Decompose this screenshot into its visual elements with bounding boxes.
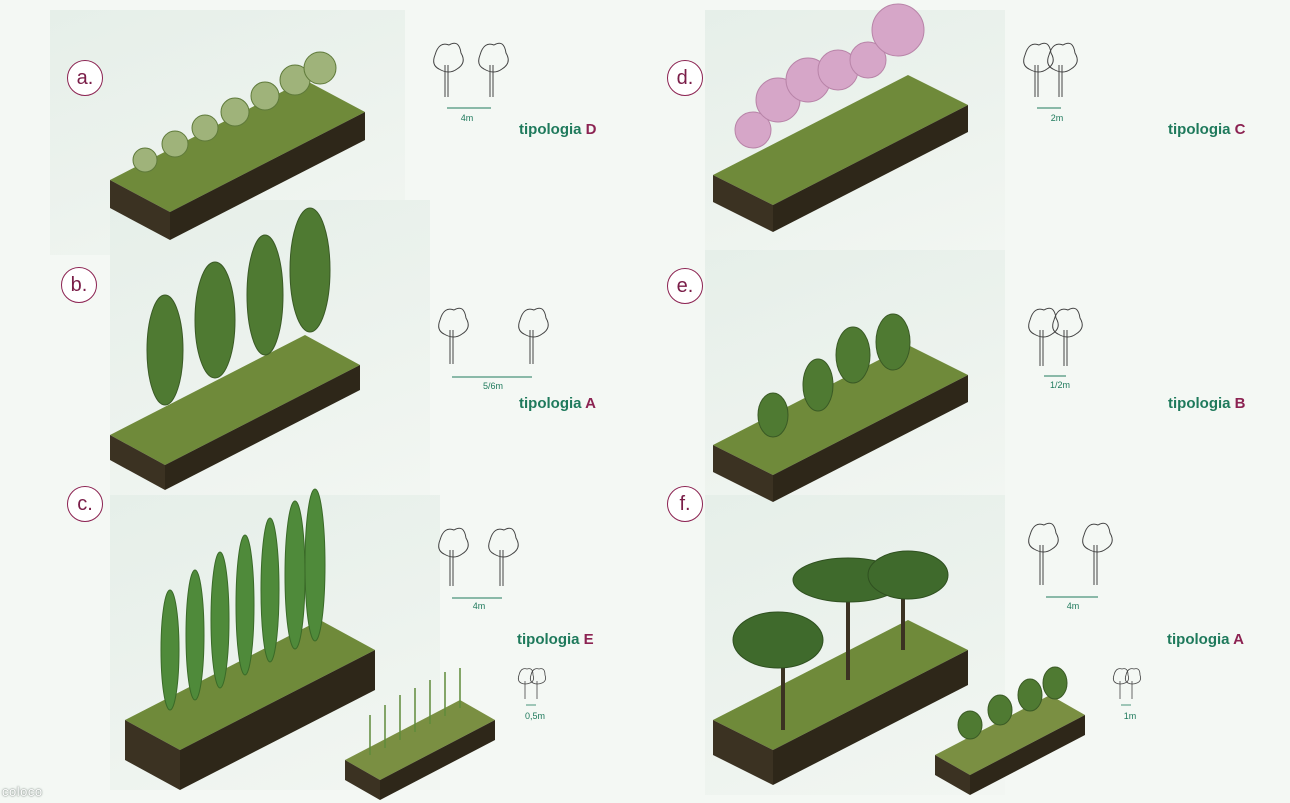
isometric-block-d xyxy=(713,3,968,232)
tree-outline-icon xyxy=(438,307,549,378)
spacing-label-c-small: 0,5m xyxy=(524,711,545,721)
tipologia-prefix: tipologia xyxy=(1168,395,1231,412)
tipologia-letter: D xyxy=(585,121,597,138)
spacing-label-b: 5/6m xyxy=(482,381,503,391)
tipologia-prefix: tipologia xyxy=(1168,121,1231,138)
tipologia-letter: B xyxy=(1234,395,1246,412)
tree-outline-icon xyxy=(433,42,509,109)
spacing-label-d: 2m xyxy=(1050,113,1064,123)
tipologia-prefix: tipologia xyxy=(1167,631,1230,648)
tipologia-label-c: tipologia E xyxy=(517,631,594,648)
tipologia-label-b: tipologia A xyxy=(519,395,596,412)
panel-label-b: b. xyxy=(61,267,97,303)
isometric-block-f-small xyxy=(935,666,1085,795)
spacing-label-f: 4m xyxy=(1066,601,1080,611)
tree-outline-icon-small xyxy=(517,668,546,706)
isometric-block-f xyxy=(713,550,968,785)
spacing-label-a: 4m xyxy=(460,113,474,123)
tipologia-letter: C xyxy=(1234,121,1246,138)
spacing-label-e: 1/2m xyxy=(1049,380,1070,390)
tipologia-letter: A xyxy=(1233,631,1244,648)
spacing-label-c: 4m xyxy=(472,601,486,611)
isometric-block-e xyxy=(713,313,968,502)
panel-label-f: f. xyxy=(667,486,703,522)
tipologia-label-d: tipologia C xyxy=(1168,121,1246,138)
isometric-block-c-small xyxy=(345,668,495,800)
panel-label-d: d. xyxy=(667,60,703,96)
tipologia-label-a: tipologia D xyxy=(519,121,597,138)
tipologia-letter: A xyxy=(585,395,596,412)
tipologia-prefix: tipologia xyxy=(519,395,582,412)
tipologia-letter: E xyxy=(583,631,594,648)
panel-label-e: e. xyxy=(667,268,703,304)
isometric-block-b xyxy=(110,207,360,490)
tipologia-label-e: tipologia B xyxy=(1168,395,1246,412)
tree-outline-icon xyxy=(1023,42,1078,109)
brand-watermark: coloco xyxy=(2,784,43,799)
tree-outline-icon xyxy=(1028,522,1113,598)
panel-label-a: a. xyxy=(67,60,103,96)
spacing-label-f-small: 1m xyxy=(1123,711,1137,721)
isometric-block-a xyxy=(110,51,365,240)
tipologia-prefix: tipologia xyxy=(517,631,580,648)
tree-outline-icon xyxy=(438,527,519,599)
tree-outline-icon-small xyxy=(1112,668,1141,706)
tipologia-label-f: tipologia A xyxy=(1167,631,1244,648)
panel-label-c: c. xyxy=(67,486,103,522)
tree-outline-icon xyxy=(1028,307,1083,377)
tipologia-prefix: tipologia xyxy=(519,121,582,138)
isometric-block-c xyxy=(125,488,375,790)
